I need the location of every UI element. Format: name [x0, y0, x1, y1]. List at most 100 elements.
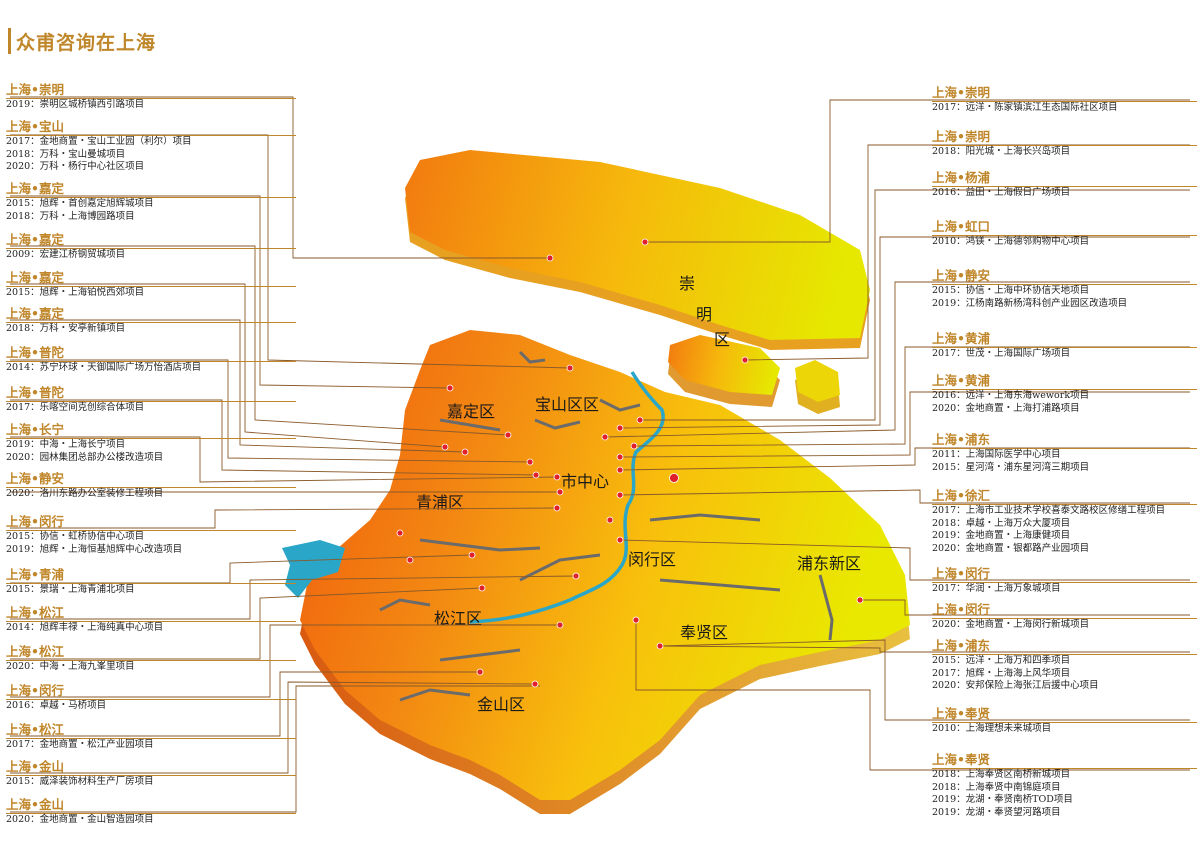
- district-label-chongming-1: 崇: [679, 274, 695, 293]
- project-item: 2015：景瑞・上海青浦北项目: [6, 584, 135, 595]
- region-title: 上海•闵行: [932, 566, 990, 581]
- district-label-chongming-3: 区: [714, 330, 730, 349]
- divider: [932, 768, 1197, 769]
- district-songjiang-label: 松江区: [434, 609, 482, 628]
- project-item: 2010：上海理想未来城项目: [932, 723, 1052, 734]
- region-title: 上海•崇明: [932, 85, 990, 100]
- project-item: 2009：宏建江桥钢贸城项目: [6, 249, 126, 260]
- district-qingpu-label: 青浦区: [416, 493, 464, 512]
- project-item: 2017：上海市工业技术学校喜泰文路校区修缮工程项目: [932, 505, 1166, 516]
- divider: [6, 660, 296, 661]
- project-item: 2017：乐喀空间克创综合体项目: [6, 402, 145, 413]
- divider: [6, 530, 296, 531]
- leader-lines-right: [604, 99, 1190, 771]
- region-title: 上海•黄浦: [932, 331, 990, 346]
- region-title: 上海•松江: [6, 644, 64, 659]
- project-item: 2017：华润・上海万象城项目: [932, 583, 1061, 594]
- project-item: 2019：龙湖・奉贤望河路项目: [932, 806, 1061, 818]
- district-fengxian-label: 奉贤区: [680, 623, 728, 642]
- divider: [6, 401, 296, 402]
- region-title: 上海•嘉定: [6, 232, 64, 247]
- huangpu-river: [469, 371, 665, 624]
- left-project-group: 上海•崇明 2019：崇明区城桥镇西引路项目: [6, 82, 296, 112]
- region-title: 上海•嘉定: [6, 270, 64, 285]
- divider: [6, 438, 296, 439]
- divider: [6, 361, 296, 362]
- project-item: 2019：旭辉・上海恒基旭辉中心改造项目: [6, 543, 183, 555]
- project-item: 2014：旭辉丰禄・上海纯真中心项目: [6, 622, 164, 633]
- region-title: 上海•静安: [932, 268, 990, 283]
- region-title: 上海•嘉定: [6, 306, 64, 321]
- chongming-island: [405, 150, 870, 340]
- region-title: 上海•黄浦: [932, 373, 990, 388]
- mainland: [300, 330, 910, 800]
- project-item: 2019：中海・上海长宁项目: [6, 439, 126, 450]
- district-jiading-label: 嘉定区: [447, 402, 495, 421]
- divider: [6, 98, 296, 99]
- project-item: 2015：威泽装饰材料生产厂房项目: [6, 776, 154, 787]
- region-title: 上海•松江: [6, 722, 64, 737]
- right-project-group: 上海•崇明 2017：远洋・陈家镇滨江生态国际社区项目: [932, 85, 1197, 115]
- leader-lines-left: [10, 96, 577, 813]
- project-item: 2020：中海・上海九峯里项目: [6, 661, 135, 672]
- project-item: 2019：龙湖・奉贤南桥TOD项目: [932, 794, 1073, 805]
- region-title: 上海•金山: [6, 797, 64, 812]
- project-item: 2015：协信・上海中环协信天地项目: [932, 285, 1090, 296]
- divider: [932, 347, 1197, 348]
- project-item: 2017：世茂・上海国际广场项目: [932, 348, 1071, 359]
- divider: [932, 654, 1197, 655]
- project-item: 2017：金地商置・松江产业园项目: [6, 739, 154, 750]
- divider: [932, 101, 1197, 102]
- project-markers: [396, 238, 864, 688]
- project-item: 2018：卓越・上海万众大厦项目: [932, 517, 1071, 529]
- project-item: 2017：金地商置・宝山工业园（利尔）项目: [6, 136, 192, 147]
- region-title: 上海•嘉定: [6, 181, 64, 196]
- project-item: 2019：崇明区城桥镇西引路项目: [6, 99, 145, 110]
- district-baoshan-label: 宝山区区: [535, 395, 599, 414]
- project-item: 2017：远洋・陈家镇滨江生态国际社区项目: [932, 102, 1118, 113]
- region-title: 上海•徐汇: [932, 488, 990, 503]
- district-city-center-label: 市中心: [561, 472, 609, 491]
- divider: [6, 699, 296, 700]
- region-title: 上海•闵行: [6, 514, 64, 529]
- region-title: 上海•崇明: [932, 129, 990, 144]
- divider: [6, 248, 296, 249]
- project-item: 2016：远洋・上海东海wework项目: [932, 390, 1090, 401]
- project-item: 2019：江杨南路新杨湾科创产业园区改造项目: [932, 297, 1128, 309]
- right-project-group: 上海•闵行 2017：华润・上海万象城项目: [932, 566, 1197, 596]
- project-item: 2020：金地商置・上海打浦路项目: [932, 402, 1080, 414]
- left-project-group: 上海•嘉定 2009：宏建江桥钢贸城项目: [6, 232, 296, 262]
- divider: [932, 389, 1197, 390]
- project-item: 2015：星河湾・浦东星河湾三期项目: [932, 461, 1090, 473]
- region-title: 上海•浦东: [932, 432, 990, 447]
- district-pudong-label: 浦东新区: [797, 554, 861, 573]
- region-title: 上海•杨浦: [932, 170, 990, 185]
- project-item: 2015：协信・虹桥协信中心项目: [6, 531, 145, 542]
- project-item: 2018：阳光城・上海长兴岛项目: [932, 146, 1071, 157]
- project-item: 2018：万科・上海博园路项目: [6, 210, 135, 222]
- region-title: 上海•崇明: [6, 82, 64, 97]
- left-project-group: 上海•普陀 2017：乐喀空间克创综合体项目: [6, 385, 296, 415]
- region-title: 上海•普陀: [6, 385, 64, 400]
- divider: [6, 286, 296, 287]
- project-item: 2020：金地商置・上海闵行新城项目: [932, 619, 1090, 630]
- divider: [6, 775, 296, 776]
- divider: [6, 322, 296, 323]
- divider: [6, 583, 296, 584]
- divider: [932, 582, 1197, 583]
